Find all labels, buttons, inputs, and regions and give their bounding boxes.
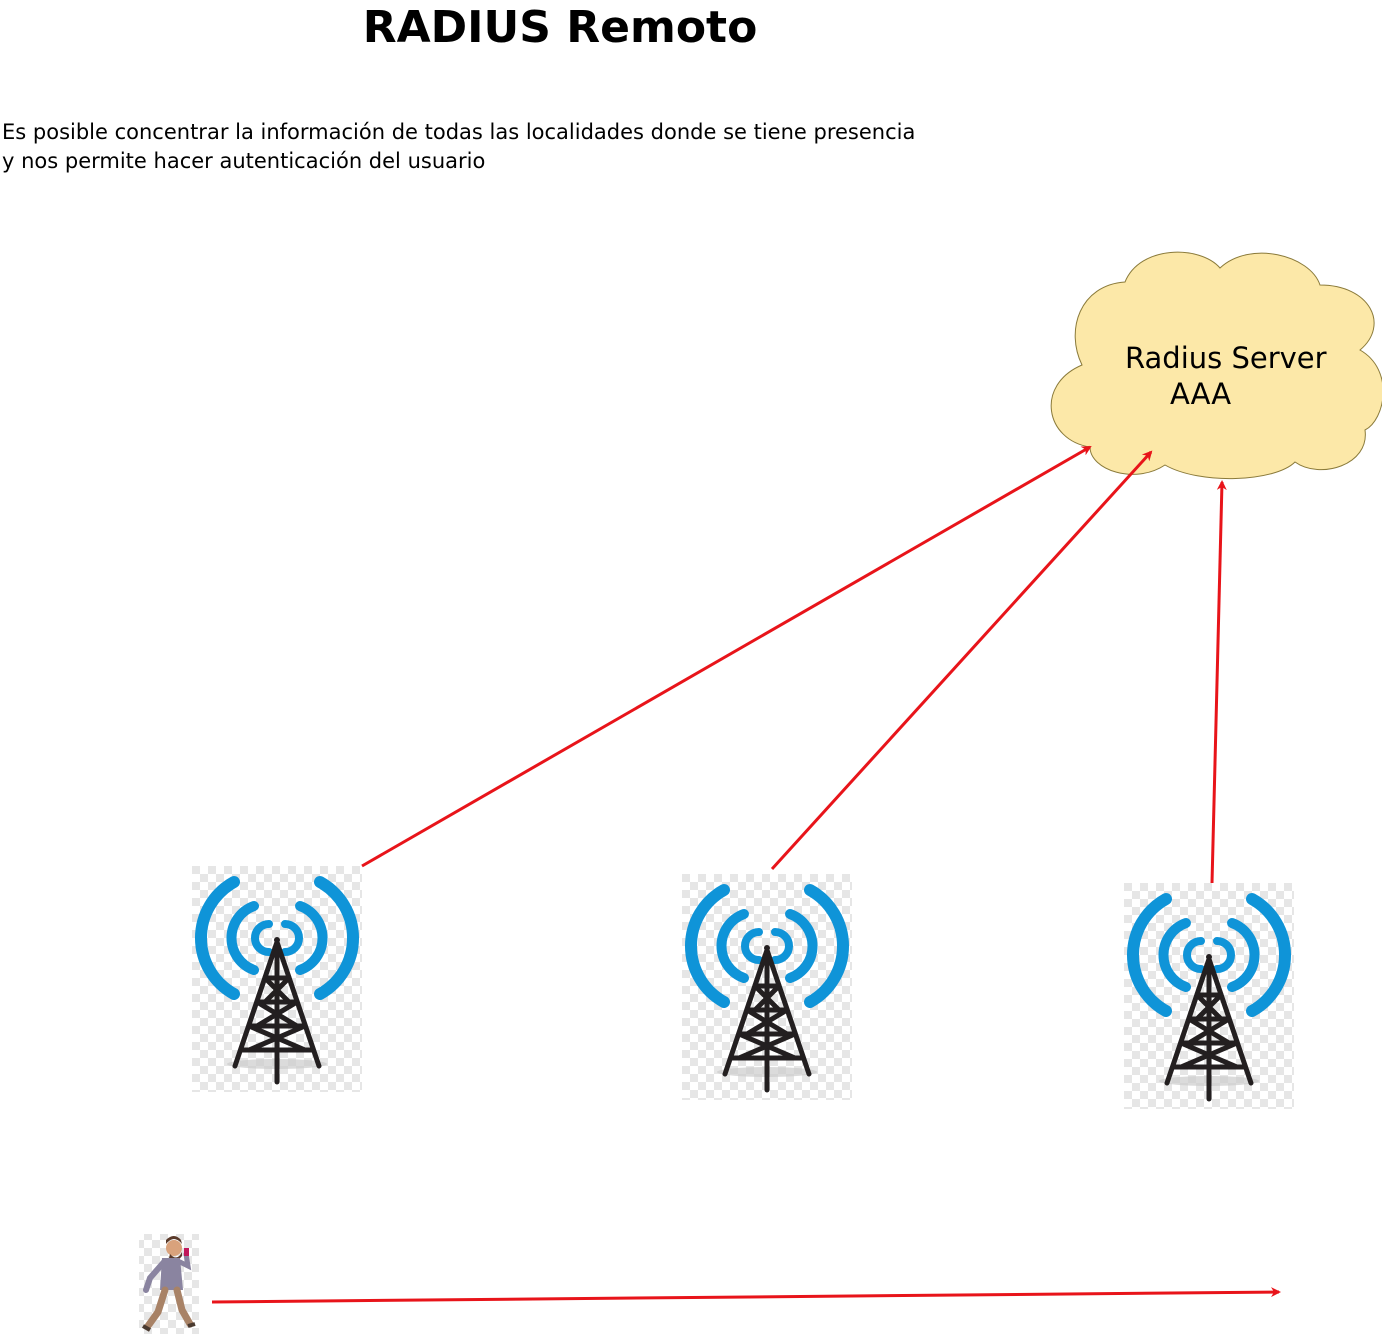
arrow-user-movement — [211, 1287, 1281, 1304]
description: Es posible concentrar la información de … — [2, 118, 915, 176]
walking-person-icon — [139, 1234, 199, 1334]
radio-tower-icon — [1124, 883, 1294, 1109]
cloud-label-line-1: Radius Server — [1125, 341, 1327, 375]
arrow-tower-1-to-server — [361, 445, 1092, 868]
radio-tower-icon — [682, 874, 852, 1100]
description-line-2: y nos permite hacer autenticación del us… — [2, 149, 486, 173]
description-line-1: Es posible concentrar la información de … — [2, 120, 916, 144]
diagram-title: RADIUS Remoto — [362, 2, 758, 53]
radio-tower-icon — [192, 866, 362, 1092]
cloud-label: Radius Server AAA — [1100, 340, 1350, 412]
cloud-label-line-2: AAA — [1170, 377, 1232, 411]
arrow-tower-3-to-server — [1210, 480, 1227, 884]
connection-arrows — [211, 445, 1281, 1304]
arrow-tower-2-to-server — [770, 450, 1153, 871]
radius-server-cloud — [1050, 251, 1382, 479]
